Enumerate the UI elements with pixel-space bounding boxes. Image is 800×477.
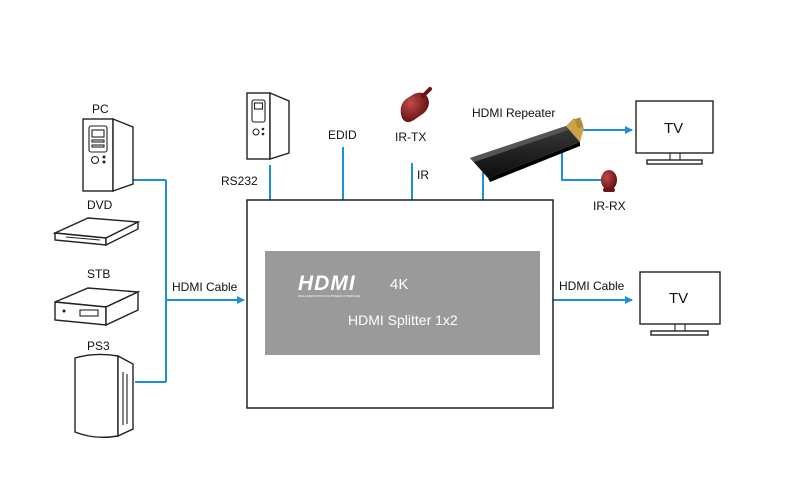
repeater-label: HDMI Repeater bbox=[472, 106, 555, 120]
ir-transmitter: IR-TX IR bbox=[395, 87, 432, 182]
ir-receiver-icon bbox=[601, 170, 617, 192]
input-cable-label: HDMI Cable bbox=[172, 280, 238, 294]
pc-label: PC bbox=[92, 102, 109, 116]
hdmi-logo: HDMI HIGH-DEFINITION MULTIMEDIA INTERFAC… bbox=[298, 272, 360, 298]
ir-label: IR bbox=[417, 168, 429, 182]
output-cable-label: HDMI Cable bbox=[559, 279, 625, 293]
hdmi-splitter: HDMI HIGH-DEFINITION MULTIMEDIA INTERFAC… bbox=[246, 199, 554, 409]
rs232-controller: RS232 bbox=[221, 91, 290, 188]
tv-top-label: TV bbox=[664, 120, 683, 137]
ir-rx-label: IR-RX bbox=[593, 199, 626, 213]
ir-receiver: IR-RX bbox=[593, 170, 626, 213]
tv-monitor-icon bbox=[639, 271, 721, 336]
source-pc: PC bbox=[82, 102, 134, 192]
ps3-console-icon bbox=[74, 353, 134, 439]
wiring bbox=[133, 126, 633, 383]
dvd-label: DVD bbox=[87, 198, 113, 212]
dvd-player-icon bbox=[52, 217, 141, 247]
splitter-name: HDMI Splitter 1x2 bbox=[348, 312, 458, 328]
source-stb: STB bbox=[54, 267, 141, 327]
hdmi-repeater-dongle-icon bbox=[470, 117, 584, 182]
source-dvd: DVD bbox=[52, 198, 141, 247]
tv-monitor-icon bbox=[635, 100, 714, 165]
pc-tower-icon bbox=[82, 117, 134, 192]
set-top-box-icon bbox=[54, 287, 141, 327]
resolution-label: 4K bbox=[390, 276, 408, 293]
tv-right-label: TV bbox=[669, 290, 688, 307]
source-ps3: PS3 bbox=[74, 339, 134, 439]
hdmi-logo-tagline: HIGH-DEFINITION MULTIMEDIA INTERFACE bbox=[298, 294, 360, 298]
edid-label: EDID bbox=[328, 128, 357, 142]
ps3-label: PS3 bbox=[87, 339, 110, 353]
hdmi-logo-text: HDMI bbox=[298, 272, 356, 295]
splitter-panel bbox=[265, 251, 540, 355]
stb-label: STB bbox=[87, 267, 110, 281]
rs232-controller-icon bbox=[246, 91, 290, 160]
wire-repeater-to-irrx bbox=[561, 152, 602, 181]
rs232-label: RS232 bbox=[221, 174, 258, 188]
hdmi-repeater: HDMI Repeater bbox=[470, 106, 584, 182]
ir-tx-label: IR-TX bbox=[395, 130, 426, 144]
tv-top: TV bbox=[635, 100, 714, 165]
ir-transmitter-icon bbox=[400, 87, 432, 123]
tv-right: TV bbox=[639, 271, 721, 336]
